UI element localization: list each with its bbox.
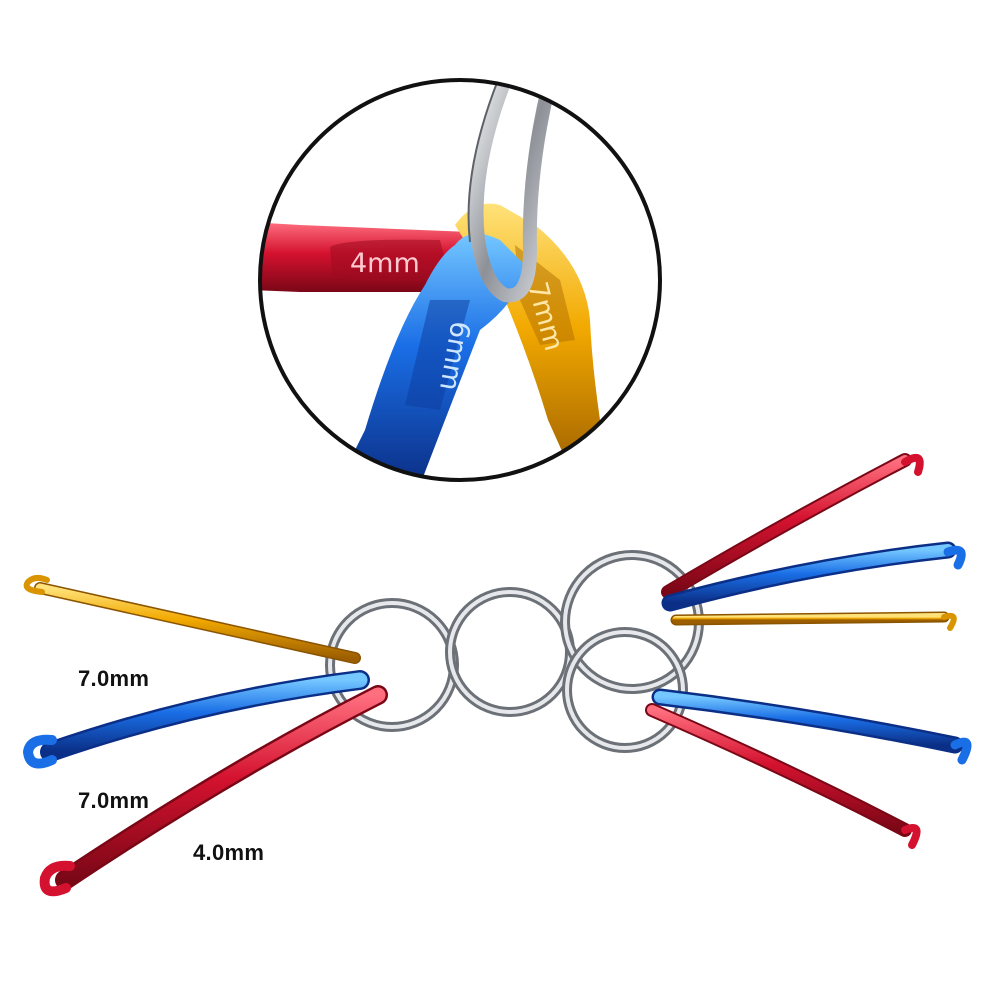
size-label-blue: 7.0mm bbox=[78, 788, 150, 813]
hook-blue-right-bottom bbox=[651, 688, 972, 765]
hook-gold-right bbox=[670, 611, 957, 631]
key-rings bbox=[325, 550, 704, 753]
inset-key-ring bbox=[467, 80, 557, 303]
right-hooks bbox=[645, 453, 972, 849]
zoom-inset-border bbox=[258, 78, 662, 482]
hook-red-left bbox=[39, 685, 388, 897]
size-label-red: 4.0mm bbox=[193, 840, 265, 865]
inset-engraving-red: 4mm bbox=[350, 248, 420, 279]
hook-gold-left bbox=[23, 574, 361, 664]
hook-blue-left bbox=[22, 670, 370, 769]
hook-red-right-top bbox=[661, 453, 924, 599]
left-hooks bbox=[22, 574, 388, 897]
hook-red-right-bottom bbox=[645, 703, 921, 849]
zoom-inset: 4mm 7mm 6mm bbox=[260, 80, 660, 480]
inset-blue-hook: 6mm bbox=[345, 233, 525, 480]
hook-blue-right-top bbox=[661, 541, 966, 612]
size-label-gold: 7.0mm bbox=[78, 666, 150, 691]
